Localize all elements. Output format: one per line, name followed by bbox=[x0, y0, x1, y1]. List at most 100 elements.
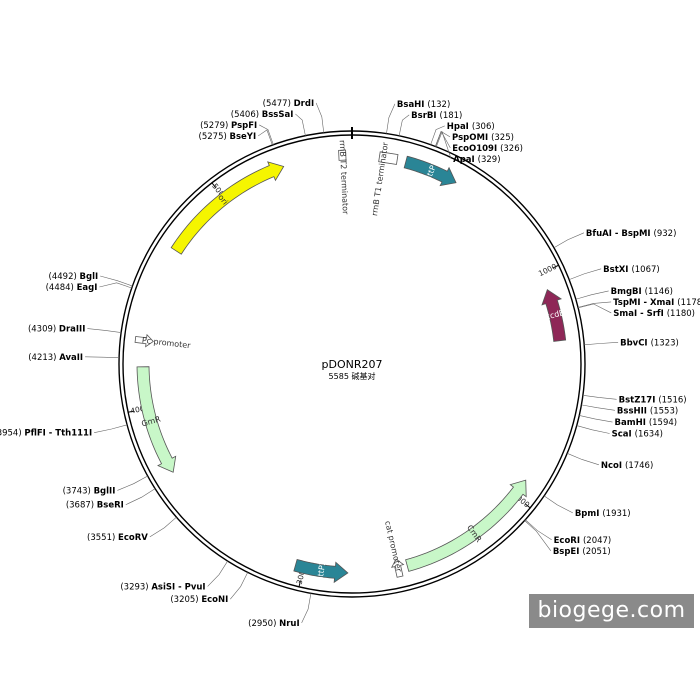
tick-mark bbox=[128, 410, 135, 413]
site-label: ScaI (1634) bbox=[612, 430, 663, 440]
site-label: (4309) DraIII bbox=[28, 325, 85, 335]
site-leader-line bbox=[525, 519, 552, 541]
site-label: BpmI (1931) bbox=[575, 509, 631, 519]
site-position: (3205) bbox=[170, 595, 201, 605]
site-name: NcoI bbox=[601, 461, 625, 471]
site-leader-line bbox=[99, 282, 132, 289]
feature-arrow bbox=[136, 366, 177, 473]
site-leader-line bbox=[581, 404, 615, 411]
feature-arrow bbox=[293, 558, 349, 584]
tick-mark bbox=[552, 264, 559, 269]
restriction-site: (5406) BssSaI bbox=[231, 110, 306, 136]
site-leader-line bbox=[295, 113, 306, 136]
site-leader-line bbox=[87, 328, 122, 333]
site-name: BssSaI bbox=[262, 110, 294, 120]
site-label: BspEI (2051) bbox=[553, 547, 611, 557]
site-label: SmaI - SrfI (1180) bbox=[613, 309, 695, 319]
restriction-site: (3551) EcoRV bbox=[87, 516, 177, 543]
site-position: (3551) bbox=[87, 533, 118, 543]
feature-attp1: attP1 bbox=[403, 155, 457, 187]
site-name: EcoRI bbox=[554, 536, 583, 546]
site-label: (3293) AsiSI - PvuI bbox=[120, 582, 205, 592]
restriction-site: BpmI (1931) bbox=[543, 495, 631, 519]
feature-pc-promoter: Pc promoter bbox=[134, 333, 192, 351]
restriction-site: (3293) AsiSI - PvuI bbox=[120, 560, 228, 592]
restriction-site: BfuAI - BspMI (932) bbox=[553, 229, 676, 249]
feature-label: cat promoter bbox=[383, 520, 403, 573]
site-leader-line bbox=[575, 290, 609, 300]
site-position: (329) bbox=[478, 155, 501, 165]
restriction-site: BspEI (2051) bbox=[524, 520, 611, 557]
site-label: EcoRI (2047) bbox=[554, 536, 612, 546]
site-name: BspEI bbox=[553, 547, 583, 557]
restriction-site: (3687) BseRI bbox=[66, 488, 156, 511]
site-name: AvaII bbox=[59, 353, 83, 363]
site-name: BamHI bbox=[615, 418, 649, 428]
site-leader-line bbox=[584, 342, 619, 346]
restriction-site: (5275) BseYI bbox=[199, 129, 273, 146]
site-leader-line bbox=[117, 475, 148, 491]
site-label: BsrBI (181) bbox=[411, 111, 462, 121]
site-position: (4492) bbox=[49, 272, 80, 282]
site-label: (3954) PflFI - Tth111I bbox=[0, 429, 92, 439]
site-leader-line bbox=[94, 424, 128, 433]
site-name: BseRI bbox=[97, 501, 124, 511]
site-name: BglII bbox=[94, 486, 116, 496]
site-name: PflFI - Tth111I bbox=[24, 429, 92, 439]
feature-label: attP2 bbox=[315, 560, 327, 582]
site-name: BmgBI bbox=[611, 287, 645, 297]
site-name: EcoNI bbox=[201, 595, 228, 605]
site-position: (1931) bbox=[602, 509, 630, 519]
restriction-site: (3954) PflFI - Tth111I bbox=[0, 424, 128, 439]
site-position: (1323) bbox=[651, 338, 679, 348]
restriction-site: BamHI (1594) bbox=[579, 415, 677, 428]
site-label: TspMI - XmaI (1178) bbox=[613, 298, 700, 308]
restriction-site: (5279) PspFI bbox=[200, 121, 274, 145]
site-name: BfuAI - BspMI bbox=[586, 229, 654, 239]
site-label: (4213) AvaII bbox=[28, 353, 83, 363]
restriction-site: BmgBI (1146) bbox=[575, 287, 673, 300]
site-position: (3954) bbox=[0, 429, 24, 439]
site-position: (4309) bbox=[28, 325, 59, 335]
site-position: (3687) bbox=[66, 501, 97, 511]
feature-attp2: attP2 bbox=[293, 558, 349, 584]
site-position: (5406) bbox=[231, 110, 262, 120]
restriction-site: (4213) AvaII bbox=[28, 353, 120, 363]
site-leader-line bbox=[576, 425, 610, 434]
site-leader-line bbox=[524, 520, 552, 551]
site-position: (306) bbox=[472, 122, 495, 132]
feature-cat-promoter: cat promoter bbox=[383, 520, 405, 578]
site-position: (5477) bbox=[263, 99, 294, 109]
site-leader-line bbox=[149, 516, 177, 538]
restriction-site: (4492) BglI bbox=[49, 272, 133, 287]
site-position: (1146) bbox=[645, 287, 673, 297]
restriction-site: (4309) DraIII bbox=[28, 325, 122, 335]
site-label: (5279) PspFI bbox=[200, 121, 257, 131]
site-label: (5275) BseYI bbox=[199, 132, 257, 142]
feature-label: rrnB T1 terminator bbox=[370, 141, 390, 217]
promoter-arrow bbox=[391, 558, 405, 578]
feature-label: Pc promoter bbox=[141, 336, 191, 351]
restriction-site: NcoI (1746) bbox=[567, 453, 653, 471]
restriction-site: (2950) NruI bbox=[248, 593, 312, 629]
restriction-site: (4484) EagI bbox=[46, 282, 132, 293]
site-leader-line bbox=[578, 303, 612, 314]
site-position: (2051) bbox=[582, 547, 610, 557]
feature-rrnb-t1-terminator: rrnB T1 terminator bbox=[370, 141, 399, 217]
restriction-sites: BsaHI (132)BsrBI (181)HpaI (306)PspOMI (… bbox=[0, 99, 700, 629]
site-leader-line bbox=[85, 356, 120, 358]
feature-arrow bbox=[405, 479, 527, 572]
site-name: AsiSI - PvuI bbox=[151, 582, 205, 592]
site-position: (5275) bbox=[199, 132, 230, 142]
site-position: (5279) bbox=[200, 121, 231, 131]
site-label: (3205) EcoNI bbox=[170, 595, 228, 605]
site-leader-line bbox=[125, 488, 156, 505]
site-label: HpaI (306) bbox=[447, 122, 495, 132]
feature-label: rrnB T2 terminator bbox=[338, 140, 350, 215]
site-label: PspOMI (325) bbox=[452, 133, 514, 143]
site-position: (181) bbox=[440, 111, 463, 121]
site-leader-line bbox=[577, 301, 612, 308]
restriction-site: SmaI - SrfI (1180) bbox=[578, 303, 695, 319]
restriction-site: BsrBI (181) bbox=[398, 111, 462, 136]
